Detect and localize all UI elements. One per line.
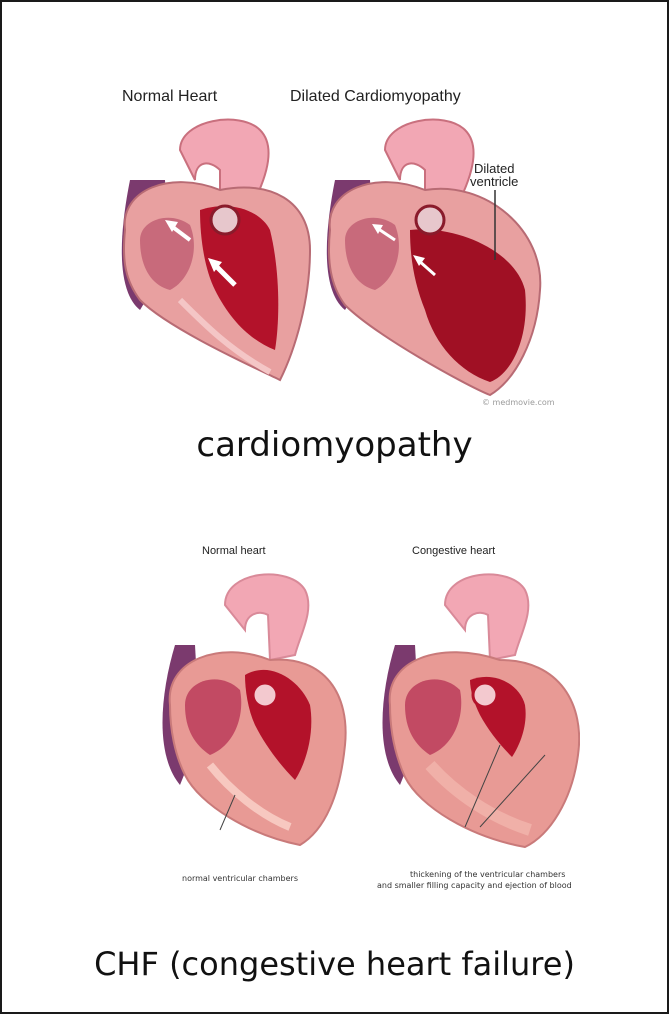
dilated-heart-illustration bbox=[327, 120, 540, 395]
fig1-label-normal-heart: Normal Heart bbox=[122, 88, 217, 106]
fig2-caption: CHF (congestive heart failure) bbox=[0, 945, 669, 983]
fig2-note-normal-chambers: normal ventricular chambers bbox=[182, 874, 298, 883]
normal-heart-illustration bbox=[122, 120, 310, 380]
fig2-label-congestive-heart: Congestive heart bbox=[412, 545, 495, 557]
fig2-note-congestive-line1: thickening of the ventricular chambers bbox=[410, 870, 565, 879]
fig2-normal-heart-illustration bbox=[163, 574, 346, 845]
fig2-congestive-heart-illustration bbox=[383, 574, 580, 847]
fig1-illustration bbox=[110, 110, 550, 410]
fig2-illustration bbox=[150, 565, 580, 865]
fig1-caption: cardiomyopathy bbox=[0, 425, 669, 465]
fig1-credit: © medmovie.com bbox=[482, 398, 555, 407]
fig2-label-normal-heart: Normal heart bbox=[202, 545, 266, 557]
fig2-note-congestive-line2: and smaller filling capacity and ejectio… bbox=[377, 881, 572, 890]
fig1-label-dilated-cardiomyopathy: Dilated Cardiomyopathy bbox=[290, 88, 461, 106]
